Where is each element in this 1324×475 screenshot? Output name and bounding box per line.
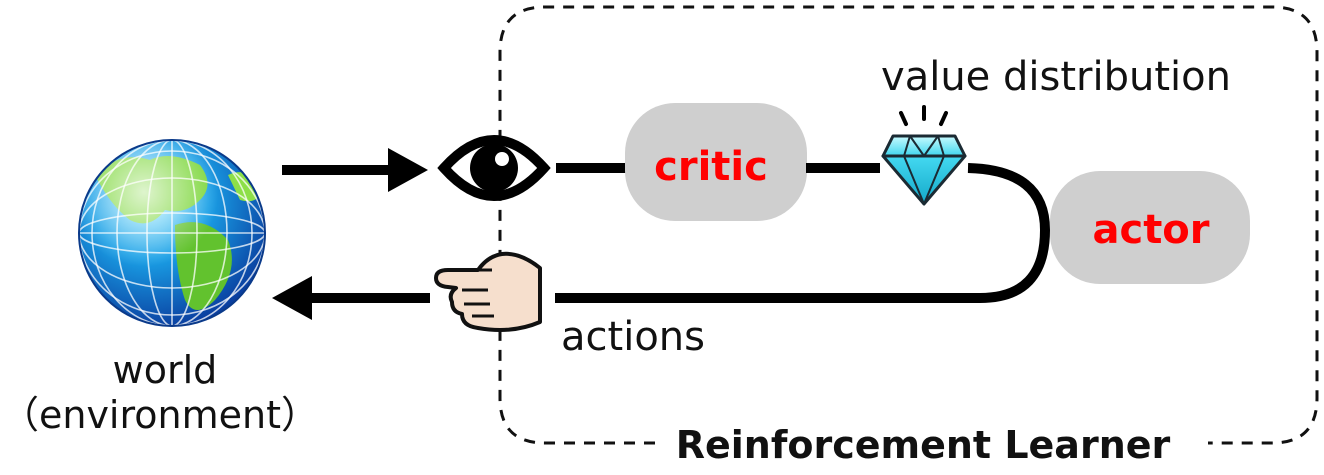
critic-node: critic <box>625 103 807 221</box>
action-arrow <box>272 276 430 320</box>
gem-icon <box>881 105 967 206</box>
pointing-hand-icon <box>434 251 542 332</box>
learner-boundary <box>498 5 1319 445</box>
globe-icon <box>78 139 266 327</box>
critic-label: critic <box>654 144 768 190</box>
world-label: world <box>113 348 218 392</box>
environment-label: （environment） <box>1 393 319 437</box>
actor-node: actor <box>1050 171 1250 284</box>
observation-arrow <box>282 148 428 192</box>
actions-label: actions <box>561 314 705 360</box>
actor-label: actor <box>1092 207 1209 253</box>
eye-icon <box>437 135 551 201</box>
learner-title: Reinforcement Learner <box>676 423 1171 467</box>
value-actor-action-link <box>555 163 1050 303</box>
value-distribution-label: value distribution <box>881 54 1231 100</box>
